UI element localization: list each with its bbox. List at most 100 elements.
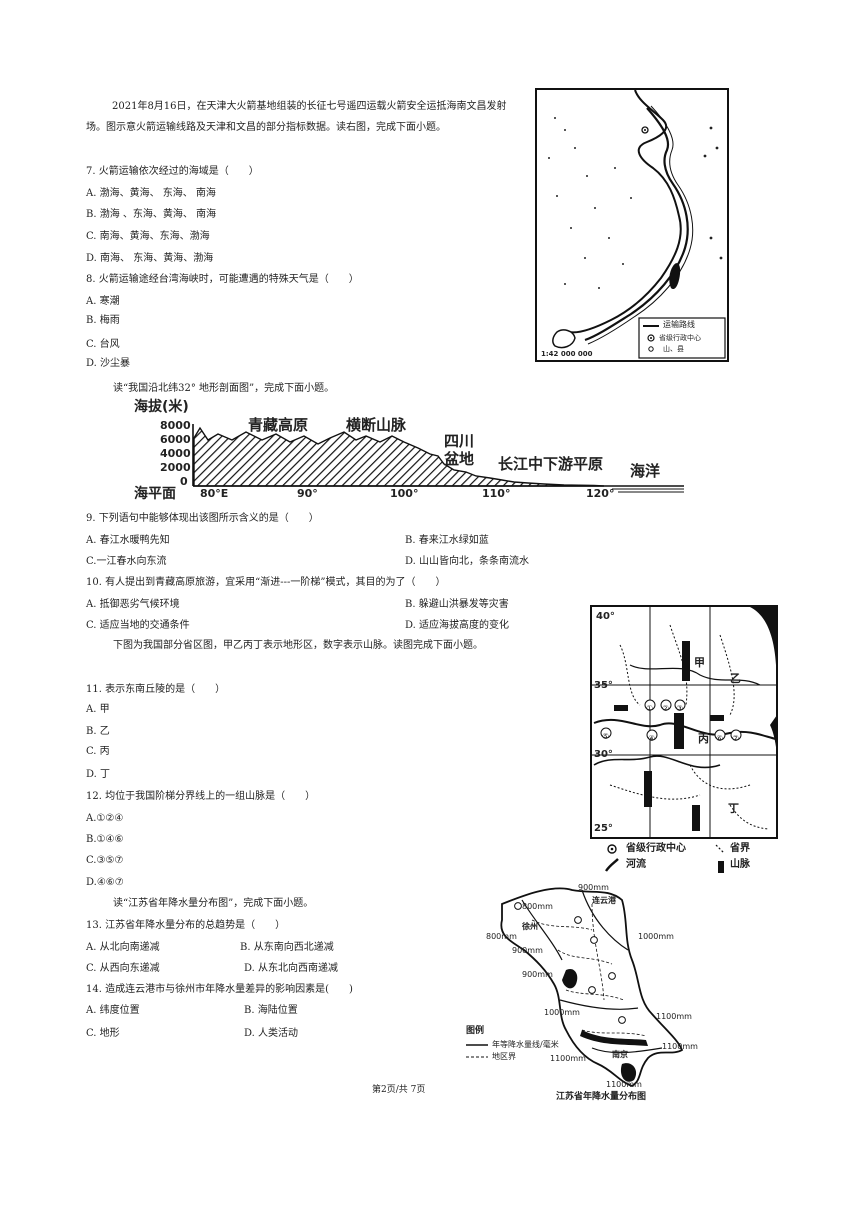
q9-option-d[interactable]: D. 山山皆向北，条条南流水 [405, 556, 530, 567]
q14-option-d[interactable]: D. 人类活动 [244, 1028, 299, 1039]
q12-option-d[interactable]: D.④⑥⑦ [86, 877, 124, 888]
map2-lat-30: 30° [594, 749, 613, 760]
map3-iso-1100-east: 1100mm [662, 1042, 698, 1051]
map3-city-xuzhou: 徐州 [522, 922, 538, 931]
profile-ytick-0: 0 [180, 475, 188, 488]
intro-rocket-transport: 2021年8月16日，在天津大火箭基地组装的长征七号遥四运载火箭安全运抵海南文昌… [86, 101, 507, 133]
map3-iso-900-left: 900mm [512, 946, 543, 955]
map1-legend-route: 运输路线 [663, 320, 695, 329]
intro-province-map: 下图为我国部分省区图，甲乙丙丁表示地形区，数字表示山脉。读图完成下面小题。 [113, 640, 483, 651]
profile-xtick-90: 90° [297, 487, 318, 500]
q7-option-d[interactable]: D. 南海、 东海、黄海、渤海 [86, 253, 214, 264]
profile-region-yangtze-plain: 长江中下游平原 [498, 455, 604, 473]
map3-iso-1100-lower: 1100mm [550, 1054, 586, 1063]
q8-option-c[interactable]: C. 台风 [86, 339, 120, 350]
map2-num-6: ⑥ [716, 734, 724, 743]
map2-num-7: ⑦ [732, 734, 740, 743]
q13-option-d[interactable]: D. 从东北向西南递减 [244, 963, 339, 974]
q14-option-c[interactable]: C. 地形 [86, 1028, 120, 1039]
profile-ytick-6000: 6000 [160, 433, 191, 446]
q9-option-a[interactable]: A. 春江水暖鸭先知 [86, 535, 170, 546]
map1-legend-capital: 省级行政中心 [659, 334, 701, 342]
q12-option-c[interactable]: C.③⑤⑦ [86, 855, 124, 866]
q10-option-a[interactable]: A. 抵御恶劣气候环境 [86, 599, 180, 610]
profile-ytick-2000: 2000 [160, 461, 191, 474]
q10-option-c[interactable]: C. 适应当地的交通条件 [86, 620, 190, 631]
q9-option-b[interactable]: B. 春来江水绿如蓝 [405, 535, 489, 546]
map3-iso-1100-right: 1100mm [656, 1012, 692, 1021]
q13-option-b[interactable]: B. 从东南向西北递减 [240, 942, 334, 953]
map3-iso-800-upper: 800mm [522, 902, 553, 911]
q11-option-b[interactable]: B. 乙 [86, 726, 110, 737]
q8-option-a[interactable]: A. 寒潮 [86, 296, 120, 307]
map3-iso-900-mid: 900mm [522, 970, 553, 979]
map2-legend-capital: 省级行政中心 [626, 843, 686, 854]
q10-option-d[interactable]: D. 适应海拔高度的变化 [405, 620, 510, 631]
map2-region-ding: 丁 [728, 802, 739, 815]
jiangsu-precipitation-map: 900mm 800mm 800mm 900mm 900mm 1000mm 100… [462, 880, 702, 1106]
map3-title: 江苏省年降水量分布图 [556, 1092, 647, 1102]
map2-lat-40: 40° [596, 611, 615, 622]
profile-ytick-4000: 4000 [160, 447, 191, 460]
question-7-stem: 7. 火箭运输依次经过的海域是（ ） [86, 166, 259, 177]
q8-option-b[interactable]: B. 梅雨 [86, 315, 120, 326]
q11-option-c[interactable]: C. 丙 [86, 746, 110, 757]
page-footer: 第2页/共 7页 [372, 1085, 426, 1095]
profile-region-hengduan: 横断山脉 [346, 416, 407, 434]
map2-region-bing: 丙 [698, 732, 709, 745]
q14-option-a[interactable]: A. 纬度位置 [86, 1005, 140, 1016]
map3-city-nanjing: 南京 [612, 1050, 628, 1059]
profile-xtick-100: 100° [390, 487, 419, 500]
map2-region-yi: 乙 [730, 672, 741, 685]
q13-option-a[interactable]: A. 从北向南递减 [86, 942, 160, 953]
province-terrain-map: 40° 35° 30° 25° 甲 乙 丙 丁 ① ② ③ ④ ⑤ ⑥ ⑦ 省级… [590, 605, 780, 875]
profile-xtick-80: 80°E [200, 487, 229, 500]
question-10-stem: 10. 有人提出到青藏高原旅游，宜采用“渐进---一阶梯”模式，其目的为了（ ） [86, 577, 446, 588]
rocket-route-map: 运输路线 省级行政中心 山、县 1:42 000 000 [535, 88, 729, 362]
q8-option-d[interactable]: D. 沙尘暴 [86, 358, 131, 369]
map3-legend-title: 图例 [466, 1026, 485, 1036]
map3-iso-1000-right: 1000mm [638, 932, 674, 941]
q11-option-a[interactable]: A. 甲 [86, 704, 110, 715]
q7-option-c[interactable]: C. 南海、黄海、东海、渤海 [86, 231, 210, 242]
profile-baseline-label: 海平面 [134, 486, 176, 502]
map3-iso-800-left: 800mm [486, 932, 517, 941]
map1-legend-county: 山、县 [663, 345, 684, 353]
profile-ylabel: 海拔(米) [134, 399, 189, 415]
map3-iso-1100-bottom: 1100mm [606, 1080, 642, 1089]
map3-iso-1000-mid: 1000mm [544, 1008, 580, 1017]
q11-option-d[interactable]: D. 丁 [86, 769, 111, 780]
q13-option-c[interactable]: C. 从西向东递减 [86, 963, 160, 974]
q7-option-b[interactable]: B. 渤海 、东海、黄海、 南海 [86, 209, 217, 220]
map1-scale: 1:42 000 000 [541, 350, 593, 358]
question-11-stem: 11. 表示东南丘陵的是（ ） [86, 684, 226, 695]
question-8-stem: 8. 火箭运输途经台湾海峡时，可能遭遇的特殊天气是（ ） [86, 274, 359, 285]
question-12-stem: 12. 均位于我国阶梯分界线上的一组山脉是（ ） [86, 791, 316, 802]
map3-city-lianyungang: 连云港 [592, 896, 616, 905]
profile-xtick-120: 120° [586, 487, 615, 500]
terrain-profile: 海拔(米) 8000 6000 4000 2000 0 海平面 80°E 90°… [134, 396, 686, 502]
map2-num-5: ⑤ [602, 732, 610, 741]
q10-option-b[interactable]: B. 躲避山洪暴发等灾害 [405, 599, 509, 610]
profile-ytick-8000: 8000 [160, 419, 191, 432]
q12-option-b[interactable]: B.①④⑥ [86, 834, 124, 845]
map2-legend-river: 河流 [626, 859, 646, 870]
map2-num-4: ④ [648, 734, 656, 743]
map3-legend-border: 地区界 [492, 1052, 516, 1061]
intro-profile: 读“我国沿北纬32° 地形剖面图”，完成下面小题。 [113, 383, 335, 394]
profile-region-sichuan: 四川 [444, 432, 475, 450]
q14-option-b[interactable]: B. 海陆位置 [244, 1005, 298, 1016]
q7-option-a[interactable]: A. 渤海、黄海、 东海、 南海 [86, 188, 216, 199]
map3-iso-900-top: 900mm [578, 883, 609, 892]
profile-region-basin: 盆地 [444, 450, 475, 468]
map2-legend-border: 省界 [730, 843, 750, 854]
q9-option-c[interactable]: C.一江春水向东流 [86, 556, 167, 567]
question-9-stem: 9. 下列语句中能够体现出该图所示含义的是（ ） [86, 513, 319, 524]
map2-lat-35: 35° [594, 680, 613, 691]
map3-legend-isoline: 年等降水量线/毫米 [492, 1040, 559, 1049]
question-13-stem: 13. 江苏省年降水量分布的总趋势是（ ） [86, 920, 286, 931]
map2-lat-25: 25° [594, 823, 613, 834]
q12-option-a[interactable]: A.①②④ [86, 813, 124, 824]
map2-num-1: ① [646, 704, 654, 713]
question-14-stem: 14. 造成连云港市与徐州市年降水量差异的影响因素是( ) [86, 984, 353, 995]
